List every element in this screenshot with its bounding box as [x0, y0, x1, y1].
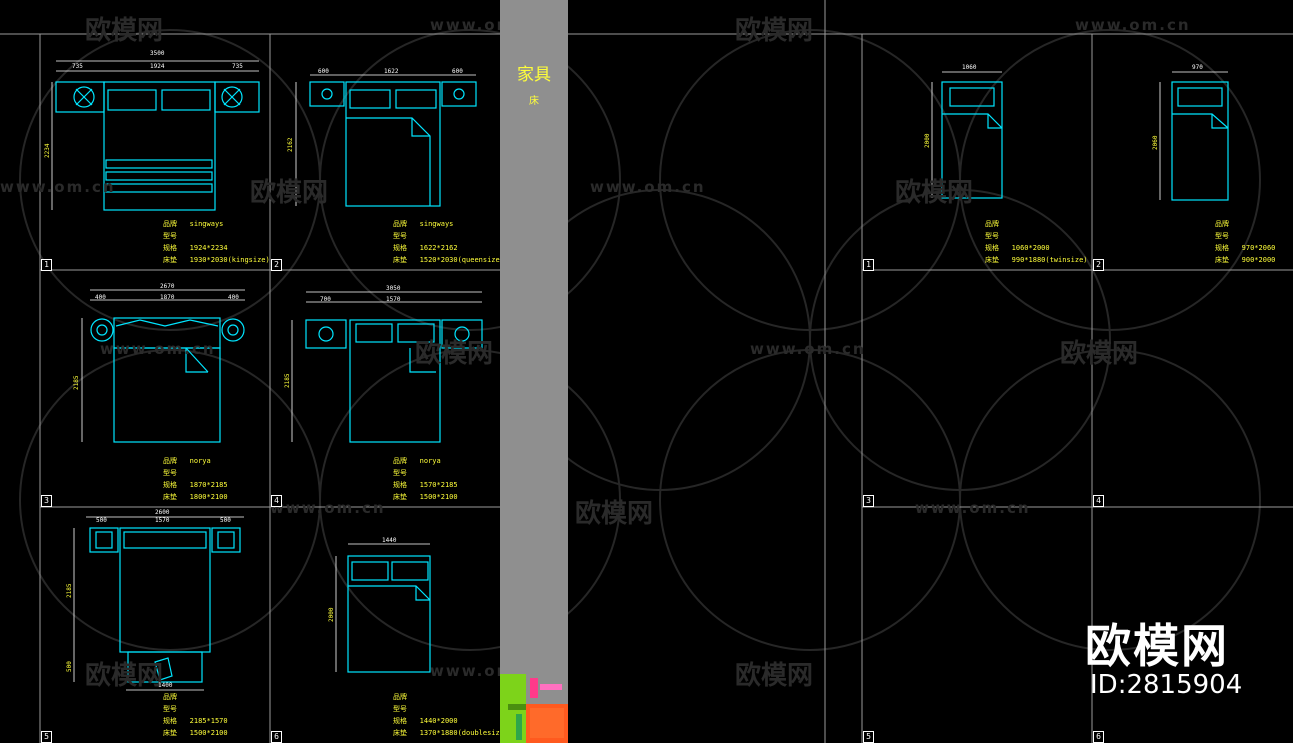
dim-label: 970 [1192, 64, 1203, 71]
dim-label: 2600 [155, 509, 170, 516]
dim-label: 1924 [150, 63, 165, 70]
spec-block-2: 品牌 singways 型号 规格 1622*2162 床垫 1520*2030… [393, 220, 504, 264]
dim-label: 3050 [386, 285, 401, 292]
preview-thumbnail [500, 674, 568, 743]
dim-label: 3500 [150, 50, 165, 57]
dim-label: 500 [66, 661, 73, 672]
panel-number: 2 [1093, 259, 1104, 271]
right-bed-plan-2 [1171, 81, 1229, 201]
panel-number: 6 [271, 731, 282, 743]
panel-number: 5 [863, 731, 874, 743]
panel-number: 6 [1093, 731, 1104, 743]
dim-label: 2162 [287, 137, 294, 152]
panel-number: 4 [271, 495, 282, 507]
dim-label: 400 [228, 294, 239, 301]
dim-label: 735 [72, 63, 83, 70]
right-bed-plan-1 [941, 81, 1003, 199]
panel-number: 3 [41, 495, 52, 507]
dim-label: 1060 [962, 64, 977, 71]
dim-label: 1870 [160, 294, 175, 301]
dim-label: 600 [318, 68, 329, 75]
dim-label: 500 [220, 517, 231, 524]
dim-label: 2234 [44, 143, 51, 158]
category-sidebar: 家具 床 [500, 0, 568, 743]
bed-plan-4 [305, 319, 483, 443]
bed-plan-5 [89, 527, 241, 683]
panel-number: 5 [41, 731, 52, 743]
spec-block-4: 品牌 norya 型号 规格 1570*2185 床垫 1500*2100 [393, 457, 458, 501]
dim-label: 2185 [284, 373, 291, 388]
dim-label: 1570 [155, 517, 170, 524]
dim-label: 2000 [328, 607, 335, 622]
right-spec-block-1: 品牌 型号 规格 1060*2000 床垫 990*1880(twinsize) [985, 220, 1088, 264]
right-spec-block-2: 品牌 型号 规格 970*2060 床垫 900*2000 [1215, 220, 1276, 264]
category-title: 家具 [517, 65, 551, 85]
brand-id: ID:2815904 [1090, 670, 1243, 700]
panel-number: 3 [863, 495, 874, 507]
dim-label: 2185 [73, 375, 80, 390]
panel-number: 1 [863, 259, 874, 271]
panel-number: 4 [1093, 495, 1104, 507]
dim-label: 2000 [924, 133, 931, 148]
dim-label: 400 [95, 294, 106, 301]
spec-block-1: 品牌 singways 型号 规格 1924*2234 床垫 1930*2030… [163, 220, 270, 264]
bed-plan-6 [347, 555, 431, 673]
dim-label: 700 [320, 296, 331, 303]
brand-logo: 欧模网 [1085, 619, 1229, 673]
dim-label: 1440 [382, 537, 397, 544]
dim-label: 1622 [384, 68, 399, 75]
panel-number: 2 [271, 259, 282, 271]
spec-block-5: 品牌 型号 规格 2185*1570 床垫 1500*2100 [163, 693, 228, 737]
dim-label: 600 [452, 68, 463, 75]
dim-label: 2670 [160, 283, 175, 290]
watermark-arcs [19, 29, 1261, 651]
panel-number: 1 [41, 259, 52, 271]
dim-label: 735 [232, 63, 243, 70]
dim-label: 2060 [1152, 135, 1159, 150]
bed-plan-3 [90, 317, 245, 443]
bed-plan-1 [55, 81, 260, 211]
dim-label: 500 [96, 517, 107, 524]
spec-block-3: 品牌 norya 型号 规格 1870*2185 床垫 1800*2100 [163, 457, 228, 501]
dim-label: 2185 [66, 583, 73, 598]
category-subtitle: 床 [529, 96, 539, 107]
dim-label: 1570 [386, 296, 401, 303]
spec-block-6: 品牌 型号 规格 1440*2000 床垫 1370*1880(doublesi… [393, 693, 509, 737]
bed-dims-1 [51, 60, 259, 210]
bed-plan-2 [309, 81, 477, 207]
dim-label: 1400 [158, 682, 173, 689]
